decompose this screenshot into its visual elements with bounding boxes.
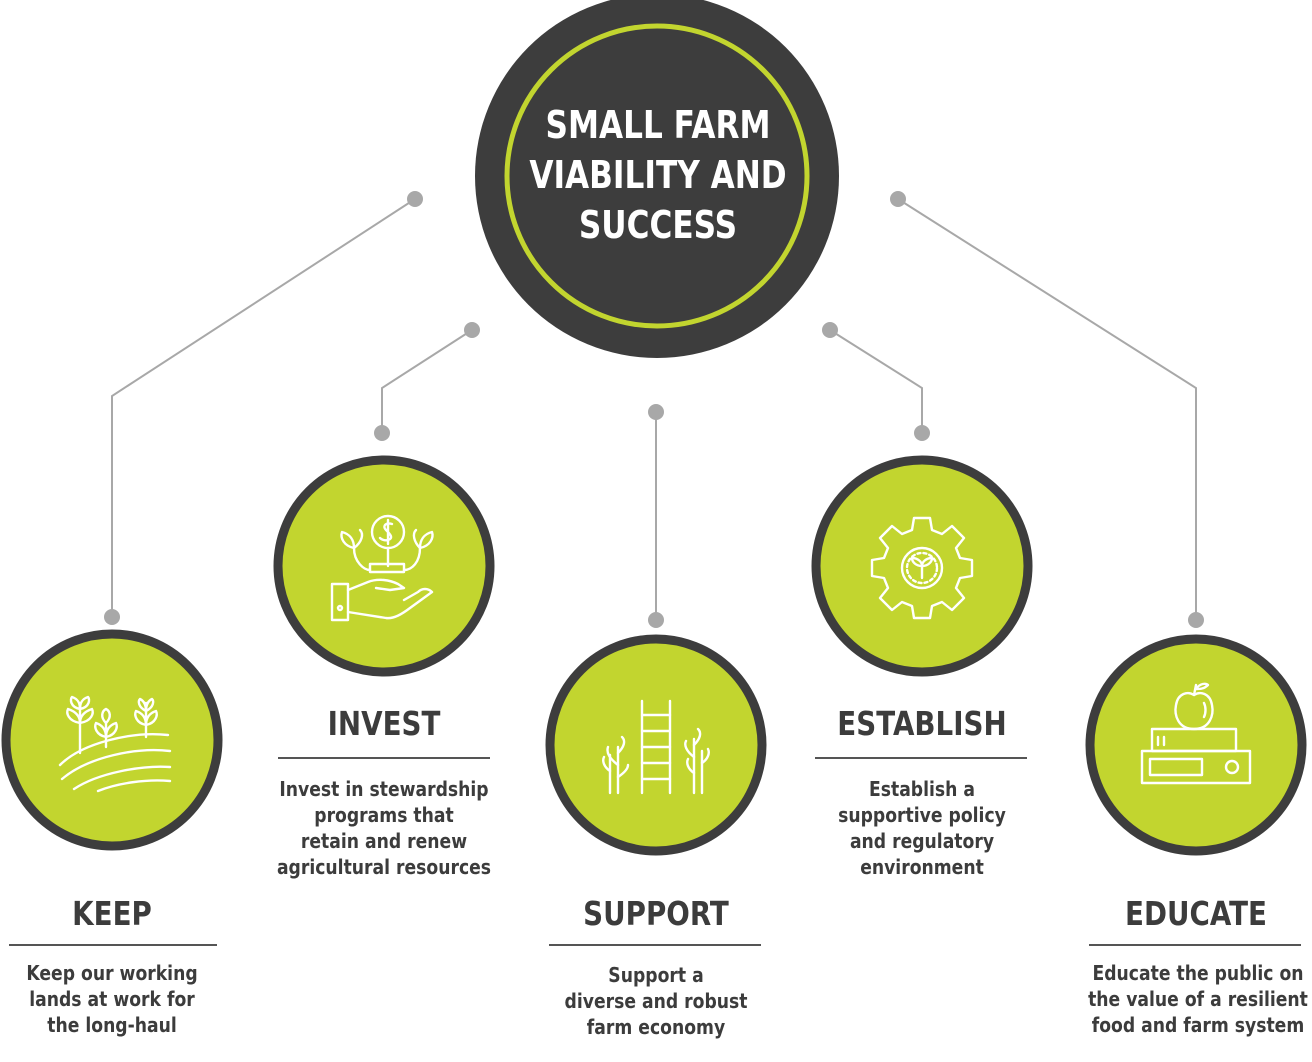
establish-heading: ESTABLISH (837, 704, 1007, 743)
connector-dot (648, 404, 664, 420)
educate-desc-line: Educate the public on (1092, 961, 1304, 985)
gear-sprout-icon (870, 516, 974, 620)
hub-title: SMALL FARM VIABILITY AND SUCCESS (510, 100, 805, 250)
connector-dot (464, 322, 480, 338)
invest-desc-line: Invest in stewardship (279, 777, 489, 801)
establish-desc-line: supportive policy (838, 803, 1006, 827)
connector-dot (648, 612, 664, 628)
hub-circle (475, 0, 839, 358)
educate-divider (1089, 944, 1301, 946)
invest-description: Invest in stewardship programs that reta… (253, 776, 514, 880)
educate-desc-line: food and farm system (1091, 1013, 1305, 1037)
connector-dots (104, 191, 1204, 628)
connector-educate (897, 198, 1197, 620)
connector-dot (104, 609, 120, 625)
educate-desc-line: the value of a resilient (1088, 987, 1308, 1011)
connector-dot (914, 425, 930, 441)
educate-circle (1085, 634, 1307, 856)
ladder-vines-icon (602, 699, 710, 795)
hub-title-line: VIABILITY AND (529, 153, 787, 197)
keep-desc-line: lands at work for (29, 987, 195, 1011)
keep-description: Keep our working lands at work for the l… (0, 960, 226, 1038)
connector-dot (890, 191, 906, 207)
invest-desc-line: programs that (314, 803, 454, 827)
pillar-circles (1, 455, 1307, 856)
support-desc-line: diverse and robust (564, 989, 748, 1013)
money-plant-hand-icon (330, 514, 434, 622)
support-description: Support a diverse and robust farm econom… (527, 962, 785, 1040)
hub-ring (504, 23, 810, 329)
connector-invest (381, 329, 473, 433)
establish-desc-line: and regulatory (849, 829, 995, 853)
establish-description: Establish a supportive policy and regula… (793, 776, 1051, 880)
keep-desc-line: the long-haul (47, 1013, 177, 1037)
support-desc-line: farm economy (586, 1015, 726, 1039)
establish-desc-line: environment (860, 855, 984, 879)
educate-heading: EDUCATE (1125, 894, 1267, 933)
connector-establish (829, 329, 923, 433)
educate-description: Educate the public on the value of a res… (1067, 960, 1312, 1038)
connectors (111, 198, 1197, 620)
invest-heading: INVEST (327, 704, 441, 743)
invest-desc-line: retain and renew (300, 829, 468, 853)
connector-keep (111, 198, 416, 617)
invest-desc-line: agricultural resources (276, 855, 492, 879)
support-heading: SUPPORT (583, 894, 729, 933)
connector-dot (1188, 612, 1204, 628)
establish-divider (815, 757, 1027, 759)
keep-desc-line: Keep our working (26, 961, 198, 985)
invest-circle (273, 455, 495, 677)
keep-heading: KEEP (72, 894, 152, 933)
support-circle (545, 634, 767, 856)
farm-field-icon (58, 695, 172, 793)
apple-books-icon (1140, 682, 1252, 785)
hub-title-line: SMALL FARM (545, 103, 771, 147)
connector-dot (374, 425, 390, 441)
connector-dot (822, 322, 838, 338)
keep-divider (9, 944, 217, 946)
invest-divider (278, 757, 490, 759)
hub-node (475, 0, 839, 358)
establish-desc-line: Establish a (868, 777, 975, 801)
support-desc-line: Support a (608, 963, 704, 987)
hub-title-line: SUCCESS (578, 203, 738, 247)
support-divider (549, 944, 761, 946)
connector-dot (407, 191, 423, 207)
